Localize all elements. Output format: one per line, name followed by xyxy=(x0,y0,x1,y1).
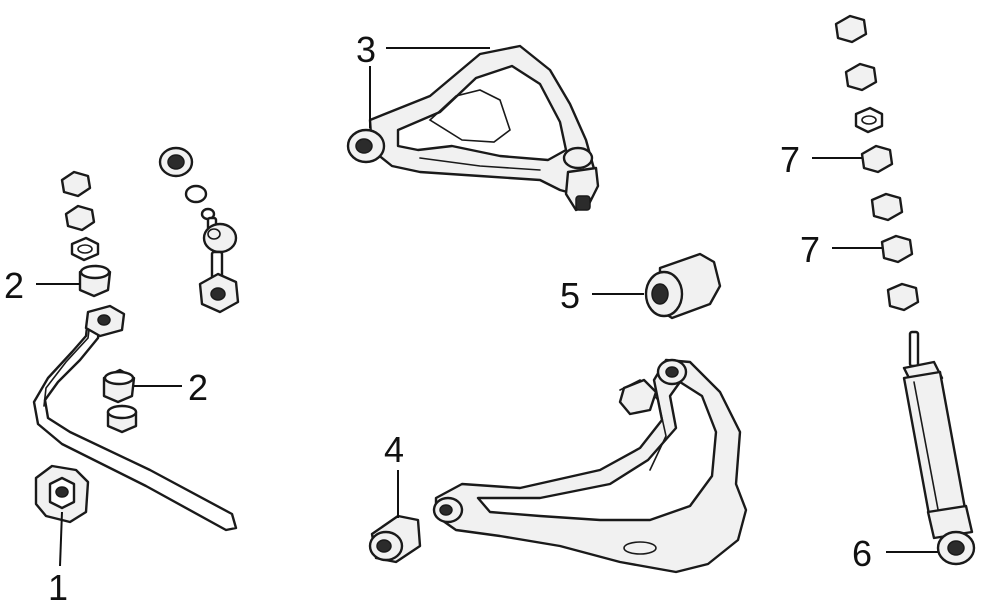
stabilizer-bar xyxy=(32,316,238,532)
callout-4: 4 xyxy=(384,429,404,470)
upper-control-arm-3 xyxy=(346,44,600,212)
callout-3: 3 xyxy=(356,29,376,70)
washer-7-upper xyxy=(860,144,894,174)
callout-7-lower: 7 xyxy=(800,229,820,270)
bushing-4 xyxy=(368,514,422,564)
stabilizer-link-top-bushing xyxy=(84,304,126,338)
bushing-5 xyxy=(644,252,722,320)
callout-5: 5 xyxy=(560,275,580,316)
callout-labels: 1 2 2 3 4 5 6 7 7 xyxy=(4,29,872,607)
stabilizer-link xyxy=(158,146,240,314)
nut-right-middle xyxy=(870,192,904,222)
leader-1 xyxy=(59,511,63,567)
bushing-2-top xyxy=(78,264,112,298)
nut-stack-right xyxy=(834,14,884,134)
callout-2-right: 2 xyxy=(188,367,208,408)
lower-control-arm xyxy=(432,358,748,574)
leader-lines xyxy=(36,47,938,567)
callout-2-left: 2 xyxy=(4,265,24,306)
bushing-2-lower xyxy=(102,368,138,434)
frame-bushing-1 xyxy=(34,464,90,524)
washer-7-lower xyxy=(880,234,914,264)
nut-right-lower xyxy=(886,282,920,312)
callout-7-upper: 7 xyxy=(780,139,800,180)
callout-1: 1 xyxy=(48,567,68,607)
shock-absorber-6 xyxy=(902,330,976,566)
nut-stack-left xyxy=(60,170,100,262)
callout-6: 6 xyxy=(852,533,872,574)
